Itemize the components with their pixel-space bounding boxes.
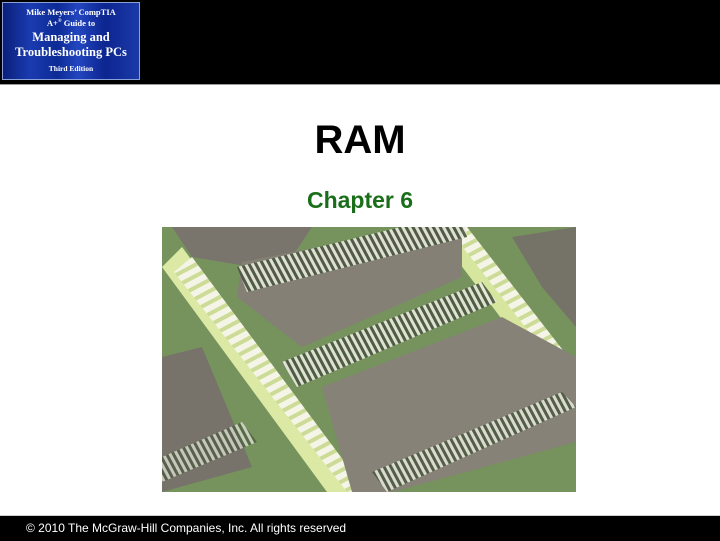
ram-photo: [162, 227, 576, 492]
ram-modules-illustration: [162, 227, 576, 492]
logo-guide-line: A+® Guide to: [46, 17, 96, 28]
footer-bar: © 2010 The McGraw-Hill Companies, Inc. A…: [0, 515, 720, 541]
book-logo: Mike Meyers’ CompTIA A+® Guide to Managi…: [2, 2, 140, 80]
copyright-text: © 2010 The McGraw-Hill Companies, Inc. A…: [26, 521, 347, 535]
slide-subtitle: Chapter 6: [306, 187, 414, 213]
logo-edition: Third Edition: [48, 63, 94, 73]
logo-author-line: Mike Meyers’ CompTIA: [26, 7, 116, 17]
logo-title-line2: Troubleshooting PCs: [15, 44, 127, 59]
logo-title-line1: Managing and: [32, 29, 110, 44]
header-bar: Mike Meyers’ CompTIA A+® Guide to Managi…: [0, 0, 720, 85]
slide-title: RAM: [314, 118, 406, 162]
